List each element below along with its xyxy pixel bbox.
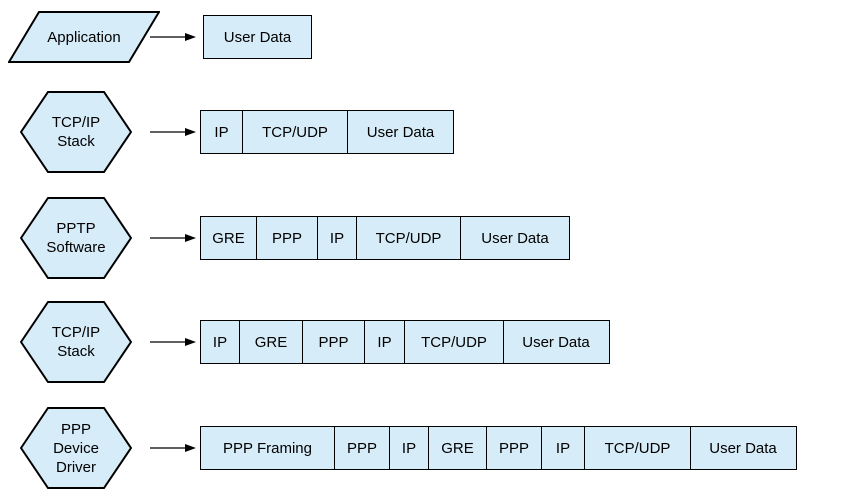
packet-segment-tcp-udp: TCP/UDP: [241, 110, 349, 154]
packet-segment-user-data: User Data: [502, 320, 610, 364]
stage-label-line: Device: [53, 439, 99, 457]
stage-label-line: Application: [47, 28, 121, 46]
right-arrow-icon: [150, 338, 196, 346]
packet-segment-user-data: User Data: [347, 110, 454, 154]
stage-label-line: Stack: [57, 133, 95, 150]
right-arrow-icon: [150, 234, 196, 242]
packet-segment-ppp: PPP: [302, 320, 365, 364]
packet-segment-user-data: User Data: [689, 426, 797, 470]
packet-segment-gre: GRE: [427, 426, 488, 470]
right-arrow-icon: [150, 128, 196, 136]
stage-label-line: Stack: [57, 343, 95, 360]
packet-segment-ppp: PPP: [333, 426, 391, 470]
stage-label: TCP/IP Stack: [20, 300, 132, 384]
packet-segment-ip: IP: [200, 320, 240, 364]
parallelogram-icon: [8, 11, 160, 63]
packet-segment-ip: IP: [540, 426, 586, 470]
packet-segment-user-data: User Data: [203, 15, 312, 59]
packet-segment-ip: IP: [317, 216, 357, 260]
packet-segment-gre: GRE: [200, 216, 257, 260]
packet-segment-tcp-udp: TCP/UDP: [404, 320, 504, 364]
packet-segment-ppp: PPP: [486, 426, 542, 470]
stage-label: TCP/IP Stack: [20, 90, 132, 174]
packet-segment-ip: IP: [200, 110, 243, 154]
stage-label-line: PPP: [60, 420, 91, 438]
hexagon-icon: [20, 407, 132, 489]
packet-bar: User Data: [203, 15, 312, 59]
stage-label-line: Driver: [56, 458, 96, 476]
packet-segment-ip: IP: [389, 426, 429, 470]
packet-segment-user-data: User Data: [460, 216, 570, 260]
right-arrow-icon: [150, 33, 196, 41]
hexagon-icon: [20, 91, 132, 173]
stage-shape-tcp-ip-stack: TCP/IP Stack: [20, 300, 132, 384]
stage-shape-application: Application: [8, 11, 160, 63]
stage-shape-pptp-software: PPTP Software: [20, 196, 132, 280]
packet-segment-gre: GRE: [238, 320, 304, 364]
stage-label-line: TCP/IP: [51, 324, 101, 341]
hexagon-icon: [20, 301, 132, 383]
packet-segment-ppp-framing: PPP Framing: [200, 426, 335, 470]
stage-label: PPTP Software: [20, 196, 132, 280]
stage-label: Application: [8, 11, 160, 63]
stage-shape-tcp-ip-stack: TCP/IP Stack: [20, 90, 132, 174]
row-application: Application User Data: [0, 0, 844, 85]
hexagon-icon: [20, 197, 132, 279]
packet-segment-tcp-udp: TCP/UDP: [355, 216, 462, 260]
right-arrow-icon: [150, 444, 196, 452]
stage-label-line: Software: [46, 239, 106, 256]
packet-segment-ip: IP: [363, 320, 406, 364]
stage-label-line: PPTP: [56, 220, 96, 237]
stage-label-line: TCP/IP: [51, 114, 101, 131]
packet-segment-ppp: PPP: [255, 216, 319, 260]
packet-segment-tcp-udp: TCP/UDP: [584, 426, 691, 470]
